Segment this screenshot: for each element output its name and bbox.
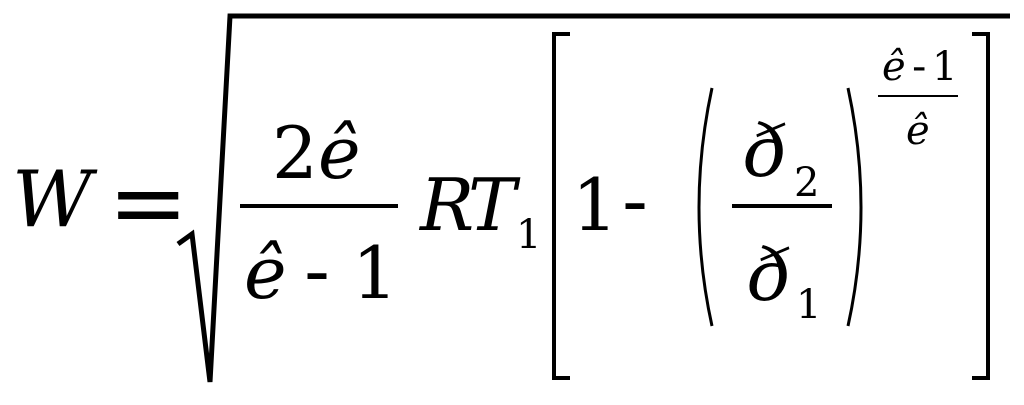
right-parenthesis [846, 87, 863, 327]
equals-sign: = [108, 147, 188, 259]
temperature-t: T [468, 163, 521, 247]
fraction1-denominator-minus: - [304, 229, 330, 313]
lhs-variable-w: W [12, 155, 98, 245]
exponent-numerator-minus: - [912, 44, 926, 90]
ratio-denominator-subscript: 1 [796, 282, 821, 328]
exponent-numerator-one: 1 [932, 44, 957, 90]
left-parenthesis [697, 87, 714, 327]
radical-sign [176, 13, 1010, 383]
fraction1-numerator-symbol: ê [318, 111, 361, 195]
fraction1-numerator-coefficient: 2 [272, 111, 318, 195]
exponent-denominator-symbol: ê [906, 108, 930, 154]
left-square-bracket [552, 32, 570, 380]
ratio-denominator-symbol: ð [748, 233, 791, 317]
bracket-minus: - [622, 159, 648, 243]
ratio-numerator-symbol: ð [744, 109, 787, 193]
temperature-subscript: 1 [516, 212, 541, 258]
fraction1-denominator-one: 1 [352, 231, 398, 315]
fraction1-denominator-symbol: ê [244, 231, 287, 315]
bracket-one: 1 [572, 163, 618, 247]
exponent-numerator-symbol: ê [882, 44, 906, 90]
right-square-bracket [972, 32, 990, 380]
ratio-numerator-subscript: 2 [794, 160, 819, 206]
gas-constant-r: R [418, 163, 474, 247]
